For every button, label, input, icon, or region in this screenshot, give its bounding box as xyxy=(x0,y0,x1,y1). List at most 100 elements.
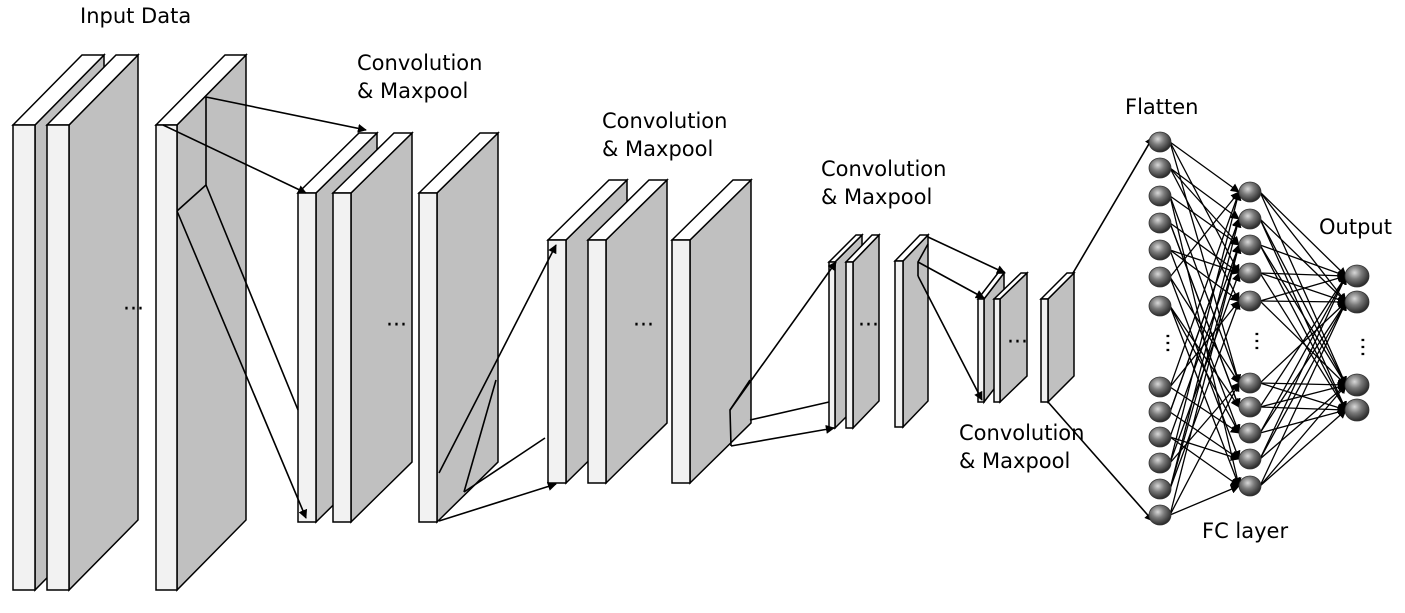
conn-c1-2 xyxy=(438,482,557,522)
flatten-node-8 xyxy=(1148,401,1172,423)
label-conv-2-line2: & Maxpool xyxy=(602,137,714,161)
edge-fc-9-out-3-2 xyxy=(1259,409,1347,487)
conv3-slab-2 xyxy=(844,233,881,430)
ellipsis-h-1: ··· xyxy=(386,313,407,338)
conn-c2-3 xyxy=(749,401,830,421)
flatten-node-3 xyxy=(1148,212,1172,234)
flatten-node-7 xyxy=(1148,376,1172,398)
network-edges xyxy=(1169,141,1347,516)
edge-fc-6-out-2-0 xyxy=(1259,382,1347,408)
edge-fc-6-out-0-2 xyxy=(1259,275,1347,408)
edge-fc-4-out-0-0 xyxy=(1259,273,1347,302)
edge-flat-1-fc-2-2 xyxy=(1169,167,1240,246)
label-conv-2-line1: Convolution xyxy=(602,109,728,133)
conv3-slab-3-front xyxy=(894,260,904,428)
fc-node-3 xyxy=(1238,262,1262,284)
label-conv-1-line1: Convolution xyxy=(357,51,483,75)
edge-flat-12-fc-5-1 xyxy=(1169,382,1240,516)
label-output: Output xyxy=(1319,215,1392,239)
fc-node-9 xyxy=(1238,475,1262,497)
fc-node-1 xyxy=(1238,208,1262,230)
conn-in-1 xyxy=(205,96,367,133)
conv1-slab-3-front xyxy=(418,192,438,523)
conv2-slab-3-front xyxy=(671,239,691,484)
input-slab-3-side xyxy=(176,53,247,592)
fc-node-6 xyxy=(1238,396,1262,418)
fc-node-5 xyxy=(1238,372,1262,394)
fc-node-7 xyxy=(1238,422,1262,444)
fc-node-4 xyxy=(1238,290,1262,312)
edge-fc-2-out-3-1 xyxy=(1259,244,1347,411)
edge-flat-10-fc-0-0 xyxy=(1169,191,1242,464)
edge-fc-7-out-0-1 xyxy=(1259,275,1347,434)
label-input-data: Input Data xyxy=(80,4,192,28)
ellipsis-v-0: ··· xyxy=(1154,333,1179,354)
edge-fc-9-out-2-1 xyxy=(1259,384,1347,487)
edge-flat-8-fc-1-2 xyxy=(1169,218,1241,413)
conn-c1-3 xyxy=(463,437,546,493)
edge-fc-3-out-0-1 xyxy=(1259,271,1347,281)
feature-map-slabs xyxy=(11,53,1076,592)
conn-c4-1 xyxy=(1072,136,1154,274)
output-node-2 xyxy=(1344,373,1370,397)
edge-flat-0-fc-5-2 xyxy=(1169,141,1242,384)
edge-fc-2-out-2-0 xyxy=(1259,244,1347,386)
edge-fc-8-out-2-2 xyxy=(1259,384,1347,460)
flatten-node-1 xyxy=(1148,157,1172,179)
label-conv-4-line2: & Maxpool xyxy=(959,449,1071,473)
label-fc-layer: FC layer xyxy=(1202,519,1289,543)
conv4-slab-2-front xyxy=(993,298,1001,403)
edge-flat-11-fc-1-0 xyxy=(1169,218,1242,490)
conv3-slab-1-front xyxy=(828,261,836,429)
fc-node-8 xyxy=(1238,448,1262,470)
label-conv-1-line2: & Maxpool xyxy=(357,79,469,103)
edge-fc-8-out-0-0 xyxy=(1259,275,1347,460)
flatten-node-5 xyxy=(1148,266,1172,288)
conv3-slab-3 xyxy=(893,233,930,429)
conn-in-4 xyxy=(205,184,299,411)
conv2-slab-2 xyxy=(586,178,669,485)
edge-flat-9-fc-2-1 xyxy=(1169,244,1241,438)
conv1-slab-1-front xyxy=(297,192,317,523)
conv2-slab-3 xyxy=(670,178,753,485)
conn-c2-2 xyxy=(730,424,835,447)
conn-c3-3 xyxy=(917,275,983,401)
conn-c1-1 xyxy=(438,244,557,474)
flatten-node-9 xyxy=(1148,426,1172,448)
ellipsis-h-3: ··· xyxy=(858,313,879,338)
ellipsis-v-1: ··· xyxy=(1243,331,1268,352)
conv2-slab-1-front xyxy=(547,239,567,484)
output-node-0 xyxy=(1344,264,1370,288)
fc-node-2 xyxy=(1238,234,1262,256)
label-conv-3-line1: Convolution xyxy=(821,157,947,181)
edge-flat-11-fc-2-2 xyxy=(1169,244,1242,490)
conv3-slab-3-side xyxy=(902,233,929,429)
edge-flat-1-fc-1-0 xyxy=(1169,167,1240,220)
edge-fc-0-out-0-0 xyxy=(1259,191,1347,277)
output-node-1 xyxy=(1344,290,1370,314)
fc-node-0 xyxy=(1238,181,1262,203)
conn-c3-1 xyxy=(927,236,1006,274)
conn-in-2 xyxy=(162,124,307,194)
edge-flat-5-fc-0-2 xyxy=(1169,191,1240,278)
input-slab-1-front xyxy=(12,124,36,591)
edge-fc-2-out-0-2 xyxy=(1259,244,1347,278)
ellipsis-marks: ························ xyxy=(123,297,1374,357)
connection-lines xyxy=(162,96,1154,522)
conv3-slab-2-front xyxy=(845,261,854,429)
conv1-slab-2 xyxy=(331,131,414,524)
conv4-slab-3 xyxy=(1039,271,1076,404)
edge-flat-12-fc-2-0 xyxy=(1169,244,1242,516)
flatten-node-12 xyxy=(1148,504,1172,526)
output-node-3 xyxy=(1344,398,1370,422)
flatten-node-10 xyxy=(1148,452,1172,474)
label-flatten: Flatten xyxy=(1125,95,1199,119)
edge-flat-7-fc-0-1 xyxy=(1169,191,1241,388)
conv4-slab-2 xyxy=(992,271,1029,404)
edge-fc-4-out-1-1 xyxy=(1259,297,1347,307)
edge-flat-12-fc-9-2 xyxy=(1169,484,1240,516)
conn-in-3 xyxy=(176,210,308,519)
network-nodes xyxy=(1148,131,1370,526)
flatten-node-2 xyxy=(1148,185,1172,207)
